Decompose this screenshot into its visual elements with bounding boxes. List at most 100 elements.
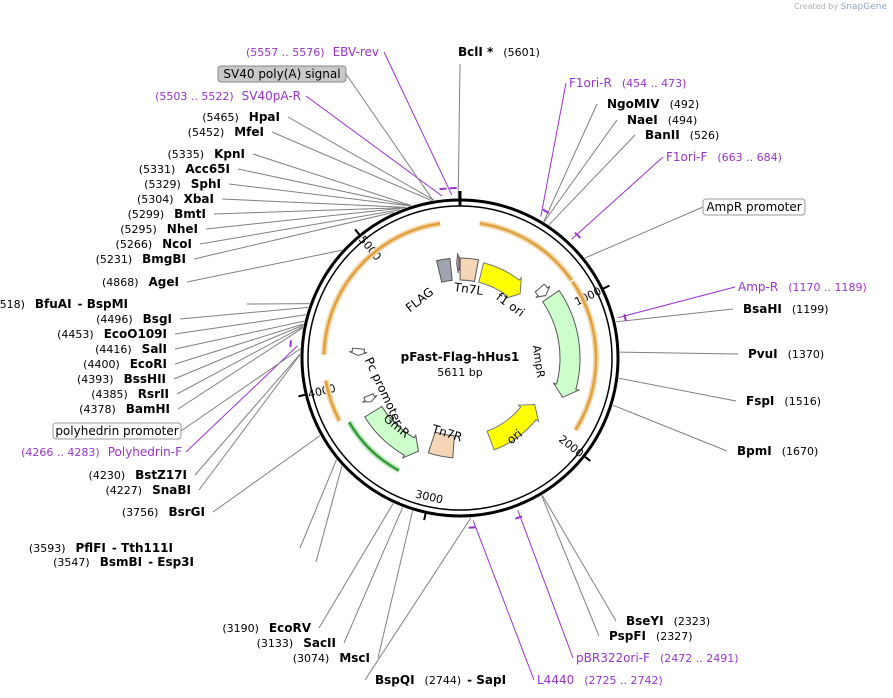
enzyme-bsmbi-label: (3547)BsmBI- Esp3I (53, 555, 194, 569)
enzyme-bmgbi-label: (5231) BmgBI (96, 252, 186, 266)
enzyme-ncoi-label: (5266)NcoI (116, 237, 192, 251)
primer-f1ori-f-leader (571, 156, 664, 240)
leader-line (315, 465, 343, 563)
primer-polyhedrin-f-mark (289, 340, 292, 348)
leader-line (193, 211, 395, 260)
primer-f1ori-f-name: F1ori-F (666, 150, 707, 164)
enzyme-bfuai-alt-name: - BspMI (78, 297, 128, 311)
leader-line (377, 510, 414, 659)
boxed-polyhedrin-promoter-box (52, 422, 182, 440)
enzyme-pspfi-name: PspFI (609, 629, 646, 643)
enzyme-bmgbi-position: (5231) (96, 253, 133, 266)
enzyme-sphi-position: (5329) (144, 178, 181, 191)
enzyme-sacii-label: (3133)SacII (257, 636, 336, 650)
enzyme-naei-name: NaeI (627, 113, 658, 127)
enzyme-xbai-name: XbaI (184, 192, 214, 206)
leader-line (541, 495, 600, 637)
enzyme-bseyi-position: (2323) (674, 615, 711, 628)
primer-l4440-name: L4440 (537, 673, 574, 687)
enzyme-bsgi-position: (4496) (96, 313, 133, 326)
tick-mark (423, 511, 428, 521)
leader-line (228, 183, 411, 207)
tick-mark (298, 393, 308, 398)
enzyme-bmgbi-name: BmgBI (142, 252, 186, 266)
flag-label: FLAG (403, 285, 436, 315)
enzyme-rsrii-position: (4385) (91, 388, 128, 401)
primer-f1ori-f-label: F1ori-F(663 .. 684) (666, 150, 782, 164)
enzyme-hpai-name: HpaI (249, 110, 280, 124)
primer-amp-r-name: Amp-R (738, 280, 778, 294)
enzyme-ecorv-label: (3190)EcoRV (222, 621, 311, 635)
enzyme-acc65i-position: (5331) (139, 163, 176, 176)
tick-mark (600, 284, 610, 291)
enzyme-naei-label: NaeI (494) (627, 113, 697, 127)
enzyme-sacii-position: (3133) (257, 637, 294, 650)
flag-feature (456, 252, 460, 274)
enzyme-banii-position: (526) (690, 129, 720, 142)
enzyme-nhei-name: NheI (167, 222, 198, 236)
enzyme-ecori-label: (4400)EcoRI (83, 357, 167, 371)
leader-line (186, 249, 342, 283)
primer-polyhedrin-f-name: Polyhedrin-F (108, 445, 182, 459)
enzyme-acc65i-label: (5331) Acc65I (139, 162, 230, 176)
leader-line (177, 327, 304, 410)
enzyme-bseyi-label: BseYI(2323) (626, 614, 710, 628)
snapgene-credit: Created by SnapGene (794, 2, 887, 12)
enzyme-bsrgi-label: (3756)BsrGI (122, 505, 205, 519)
leader-line (364, 517, 472, 681)
primer-sv40pa-r-leader (305, 95, 443, 197)
primer-f1ori-f-mark (574, 231, 582, 239)
tick-mark (354, 228, 362, 237)
enzyme-pflfi-label: (3593)PflFI- Tth111I (29, 541, 173, 555)
enzyme-bsmbi-position: (3547) (53, 556, 90, 569)
enzyme-sali-label: (4416)SalI (95, 342, 167, 356)
tick-mark (582, 454, 591, 462)
primer-f1ori-r-label: F1ori-R(454 .. 473) (569, 76, 686, 90)
primer-f1ori-r-mark (542, 208, 550, 214)
leader-line (194, 353, 301, 476)
enzyme-bsshii-position: (4393) (77, 373, 114, 386)
primer-sv40pa-r-label: (5503 .. 5522)SV40pA-R (155, 89, 301, 103)
enzyme-kpni-name: KpnI (214, 147, 245, 161)
leader-line (457, 63, 461, 199)
enzyme-banii-name: BanII (645, 128, 680, 142)
primer-pbr322ori-f-range: (2472 .. 2491) (660, 652, 739, 665)
plasmid-center: pFast-Flag-hHus1 5611 bp (401, 350, 520, 379)
leader-line (584, 206, 704, 259)
enzyme-bpmi-name: BpmI (737, 444, 772, 458)
enzyme-acc65i-name: Acc65I (185, 162, 230, 176)
tick-label: 2000 (556, 433, 586, 461)
enzyme-bsmbi-alt-name: - Esp3I (148, 555, 194, 569)
enzyme-bamhi-position: (4378) (79, 403, 116, 416)
enzyme-mfei-label: (5452)MfeI (188, 125, 264, 139)
enzyme-ncoi-name: NcoI (162, 237, 192, 251)
leader-line (212, 435, 321, 513)
enzyme-ecori-name: EcoRI (130, 357, 167, 371)
enzyme-bamhi-label: (4378)BamHI (79, 402, 170, 416)
primer-f1ori-r-leader (540, 82, 567, 217)
primer-ebv-rev-leader (383, 51, 453, 196)
leader-line (343, 507, 404, 644)
enzyme-pspfi-label: PspFI(2327) (609, 629, 693, 643)
primer-ebv-rev-name: EBV-rev (333, 45, 379, 59)
enzyme-bsahi-label: BsaHI(1199) (743, 302, 828, 316)
leader-line (205, 207, 405, 230)
orf-arc (324, 380, 341, 422)
enzyme-sali-name: SalI (142, 342, 167, 356)
enzyme-msci-label: (3074)MscI (293, 651, 370, 665)
primer-sv40pa-r-name: SV40pA-R (242, 89, 301, 103)
primer-amp-r-label: Amp-R(1170 .. 1189) (738, 280, 867, 294)
primer-amp-r-leader (617, 286, 736, 319)
enzyme-agei-label: (4868)AgeI (102, 275, 179, 289)
polyhedrin-promoter-feature (348, 347, 368, 357)
enzyme-naei-position: (494) (668, 114, 698, 127)
enzyme-pflfi-name: PflFI (76, 541, 106, 555)
features (289, 187, 627, 529)
enzyme-bsgi-name: BsgI (143, 312, 172, 326)
enzyme-ngomiv-position: (492) (670, 98, 700, 111)
tn7l-label: Tn7L (452, 280, 484, 298)
enzyme-msci-name: MscI (339, 651, 370, 665)
ampr-promoter-feature (534, 283, 551, 298)
enzyme-xbai-position: (5304) (137, 193, 174, 206)
enzyme-rsrii-name: RsrII (138, 387, 169, 401)
